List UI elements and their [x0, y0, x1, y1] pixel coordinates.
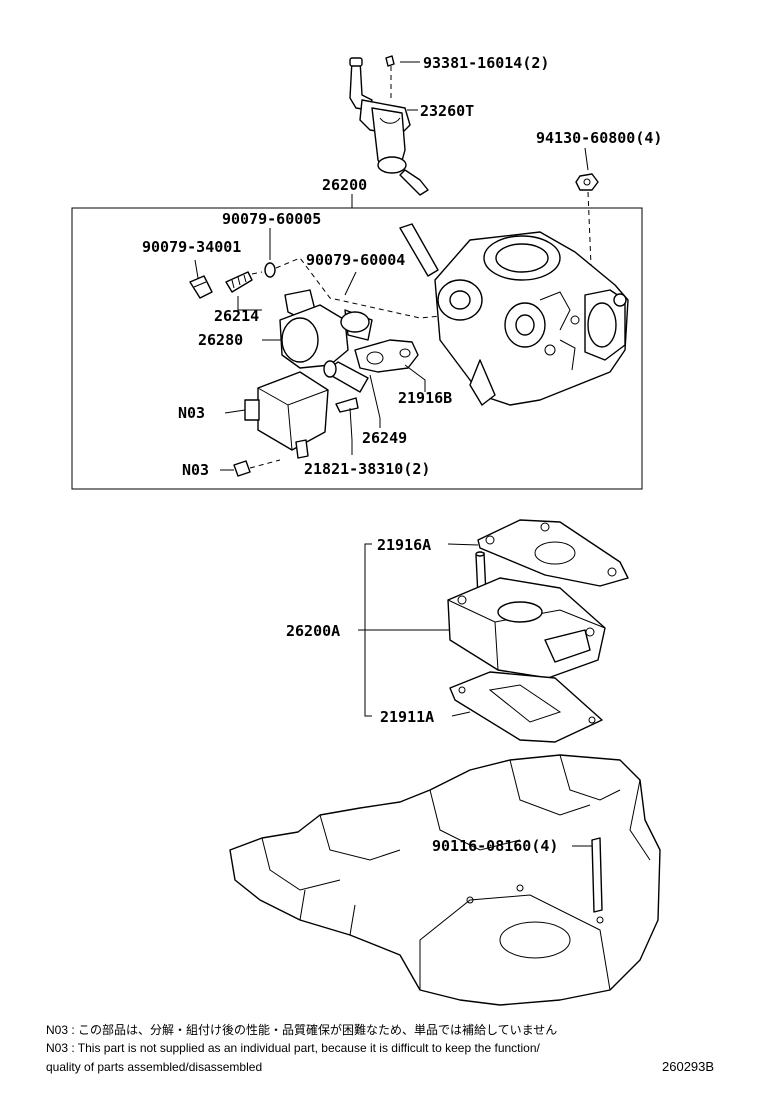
- throttle-body: [399, 223, 629, 406]
- screw-90079-34001: [189, 275, 213, 299]
- label-N03-unit: N03: [178, 404, 205, 422]
- label-26280: 26280: [198, 331, 243, 349]
- label-23260T: 23260T: [420, 102, 474, 120]
- note-english-2: quality of parts assembled/disassembled: [46, 1060, 262, 1074]
- drawing-code: 260293B: [662, 1059, 714, 1074]
- label-26249: 26249: [362, 429, 407, 447]
- note-english-1: N03 : This part is not supplied as an in…: [46, 1041, 541, 1055]
- screw-93381: [385, 55, 395, 67]
- note-japanese: N03 : この部品は、分解・組付け後の性能・品質確保が困難なため、単品では補給…: [46, 1022, 557, 1037]
- label-90079-60005: 90079-60005: [222, 210, 321, 228]
- gasket-21916A: [477, 519, 629, 587]
- control-unit-N03: [244, 371, 329, 459]
- gasket-21916B: [354, 339, 419, 373]
- spacer-26200A: [447, 577, 606, 679]
- idle-valve-26280: [279, 289, 373, 385]
- label-94130-60800: 94130-60800(4): [536, 129, 662, 147]
- assembly-frame-26200: [71, 207, 643, 490]
- bolt-21821: [335, 397, 359, 441]
- label-90116-08160: 90116-08160(4): [432, 837, 558, 855]
- pipe-26249: [323, 360, 369, 393]
- label-26200A: 26200A: [286, 622, 340, 640]
- label-26200: 26200: [322, 176, 367, 194]
- label-26214: 26214: [214, 307, 259, 325]
- nut-94130: [575, 173, 599, 191]
- stud-90116: [591, 837, 603, 913]
- gasket-21911A: [449, 671, 603, 743]
- label-90079-34001: 90079-34001: [142, 238, 241, 256]
- screw-N03: [233, 459, 281, 477]
- label-21916A: 21916A: [377, 536, 431, 554]
- label-21911A: 21911A: [380, 708, 434, 726]
- screw-26214: [225, 271, 253, 293]
- intake-manifold: [229, 754, 661, 1006]
- label-21916B: 21916B: [398, 389, 452, 407]
- injector-assembly: [349, 57, 429, 196]
- oring-90079-60005: [264, 262, 276, 278]
- label-21821-38310: 21821-38310(2): [304, 460, 430, 478]
- label-N03-screw: N03: [182, 461, 209, 479]
- label-93381-16014: 93381-16014(2): [423, 54, 549, 72]
- label-90079-60004: 90079-60004: [306, 251, 405, 269]
